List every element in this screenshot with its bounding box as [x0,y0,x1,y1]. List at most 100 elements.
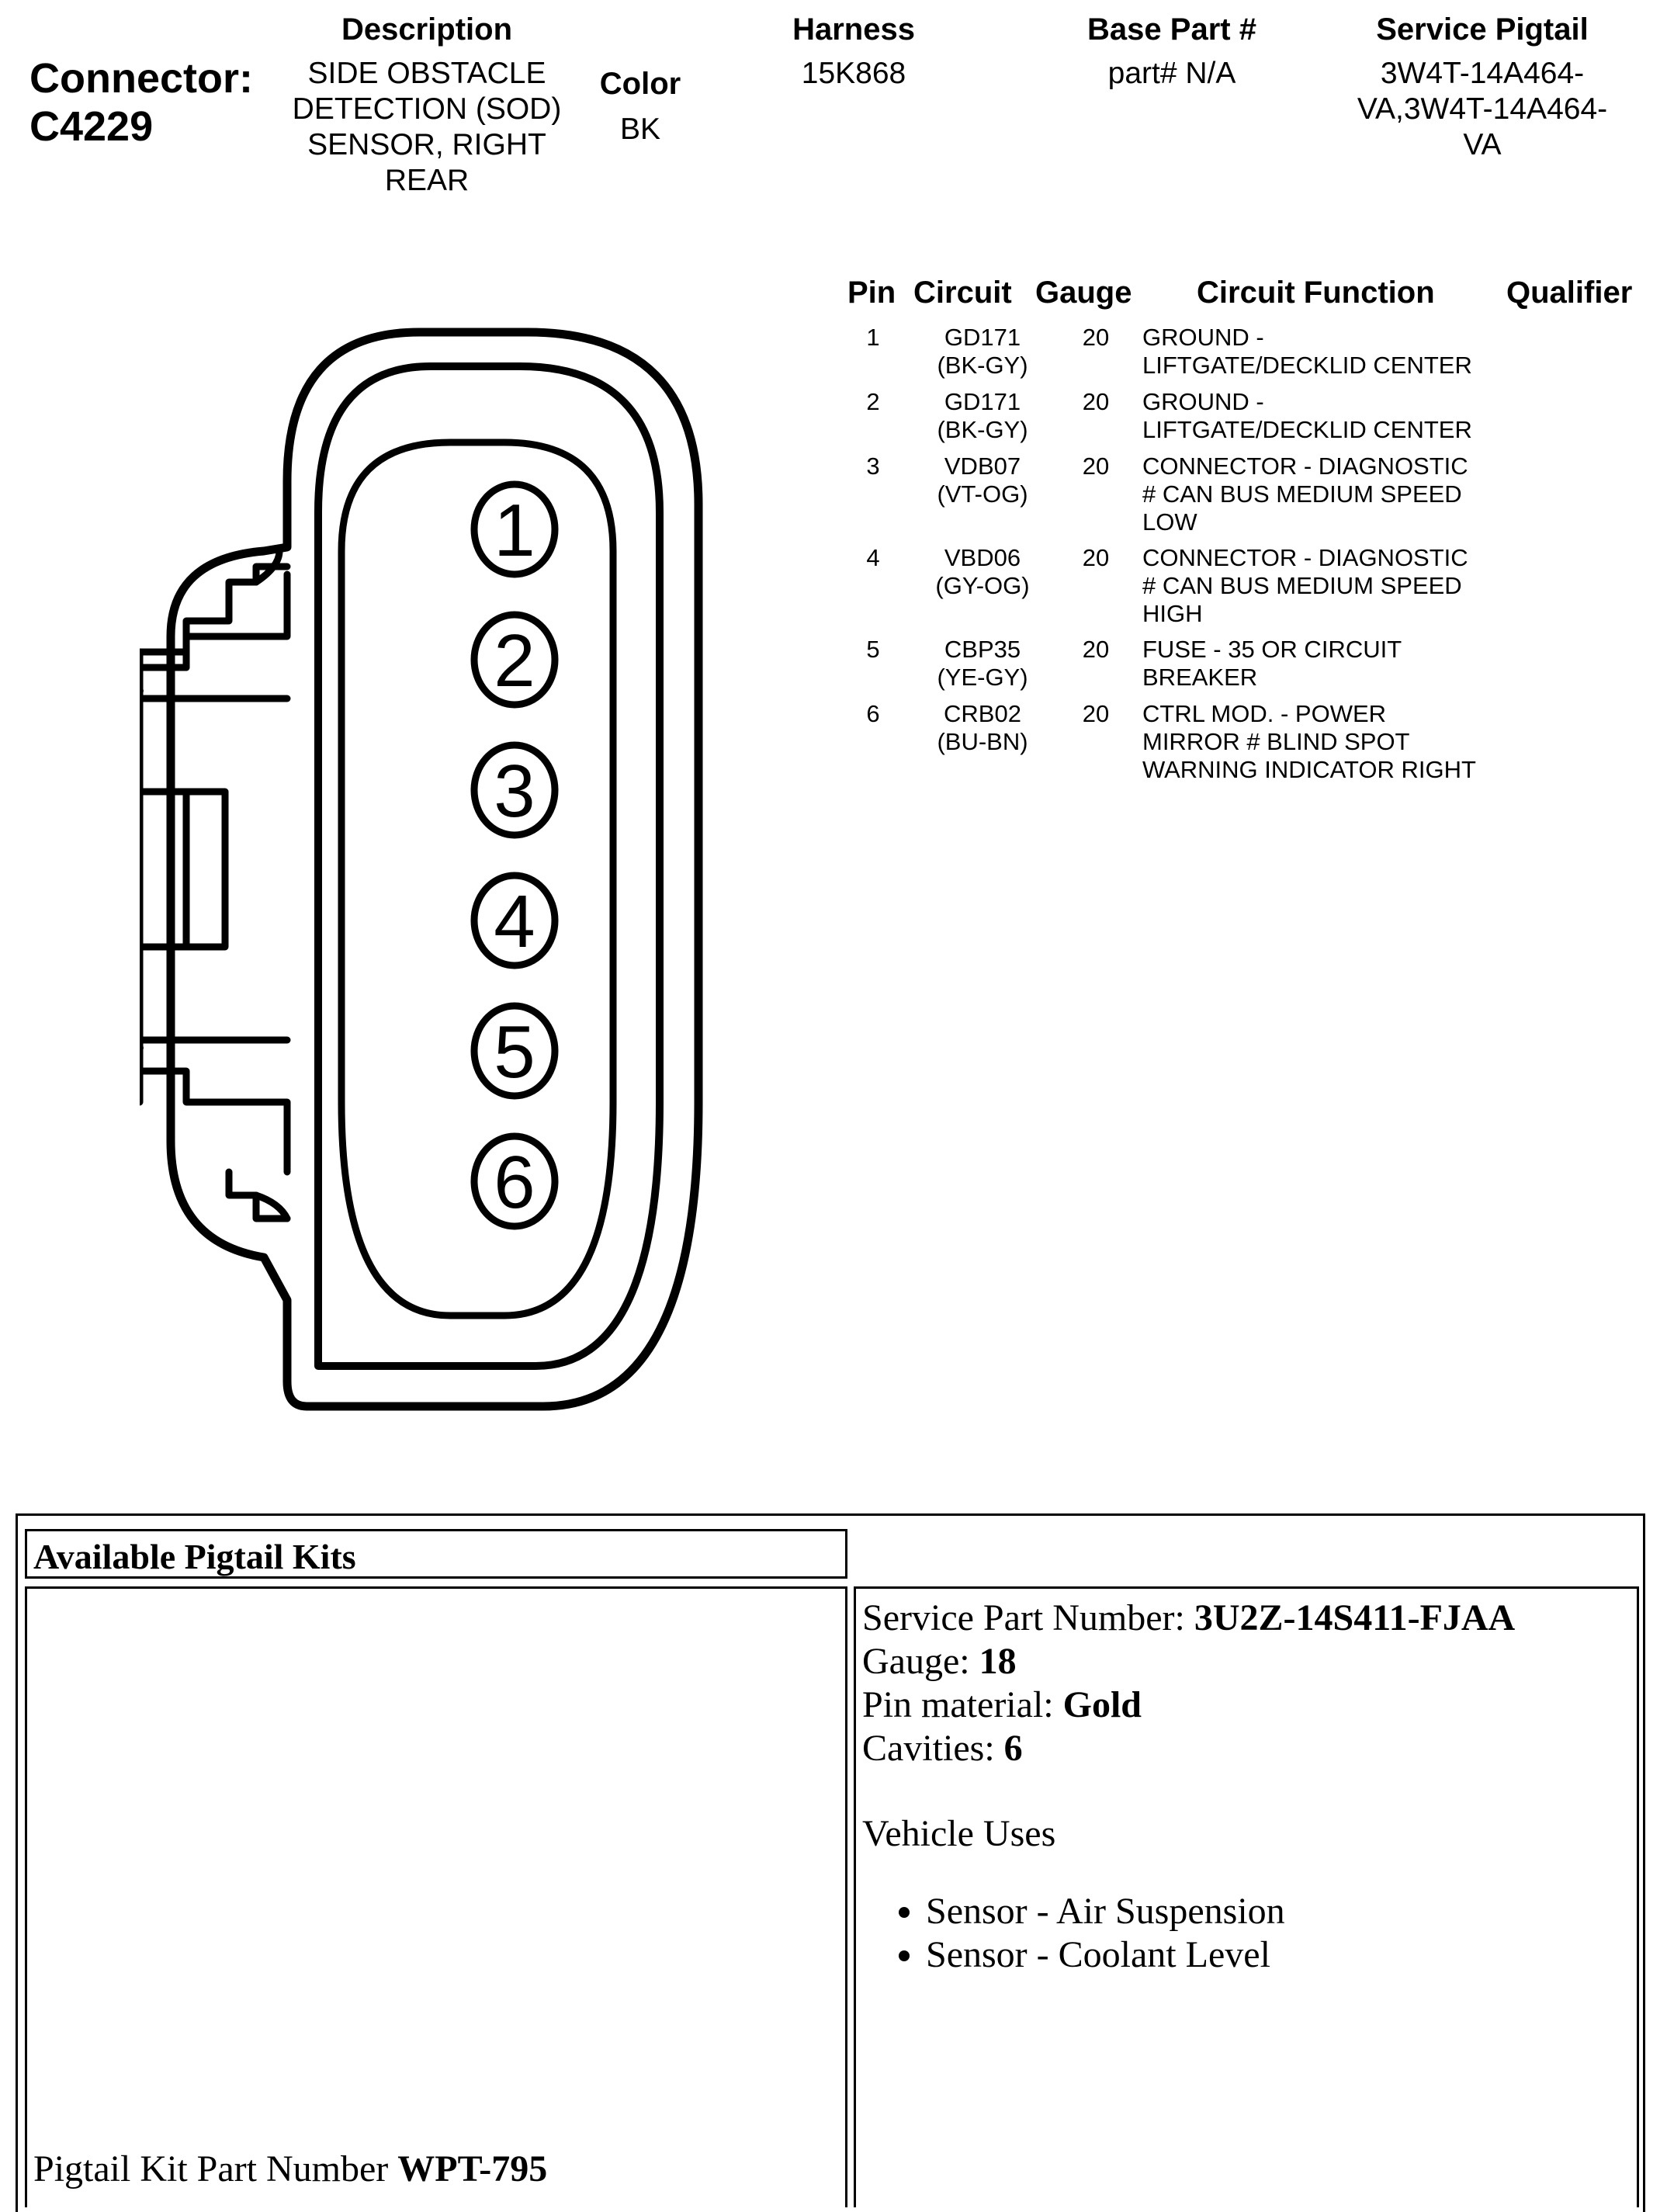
pin-circle [470,872,559,969]
function-line: # CAN BUS MEDIUM SPEED [1142,480,1462,508]
pigtail-kit-image-cell: Pigtail Kit Part Number WPT-795 [25,1586,847,2207]
circuit-line: (BU-BN) [937,728,1028,755]
latch-bottom-ramp [252,1191,291,1222]
latch-top-step [225,563,291,609]
function-line: FUSE - 35 OR CIRCUIT [1142,636,1402,663]
base-part-value: part# N/A [1107,57,1236,90]
connector-id: C4229 [29,103,154,150]
circuit-cell: GD171(BK-GY) [913,388,1052,444]
description-line: SIDE OBSTACLE [307,57,546,90]
circuit-cell: VBD06(GY-OG) [913,544,1052,600]
qualifier-header: Qualifier [1506,276,1633,310]
circuit-line: VDB07 [944,452,1021,480]
pigtail-kits-frame [16,1513,1645,2212]
function-line: MIRROR # BLIND SPOT [1142,728,1410,755]
circuit-line: (GY-OG) [935,572,1030,599]
gauge-cell: 20 [1082,700,1110,727]
housing-outer-outline [166,328,703,1411]
pin-cell: 3 [866,452,880,480]
circuit-line: (YE-GY) [937,664,1028,691]
circuit-line: GD171 [944,324,1021,351]
pin-cell: 2 [866,388,880,415]
service-pigtail-line: 3W4T-14A464- [1380,57,1585,90]
kit-part-value: WPT-795 [397,2148,548,2189]
function-cell: GROUND -LIFTGATE/DECKLID CENTER [1142,388,1507,444]
pin-material: Pin material: Gold [862,1683,1142,1727]
base-part-header: Base Part # [1087,12,1256,47]
description-value: SIDE OBSTACLE DETECTION (SOD) SENSOR, RI… [272,56,582,199]
gauge-cell: 20 [1082,544,1110,571]
gauge-header: Gauge [1035,276,1132,310]
gauge-cell: 20 [1082,452,1110,480]
service-pigtail-value: 3W4T-14A464- VA,3W4T-14A464- VA [1335,56,1630,163]
pin-circle [470,611,559,709]
pigtail-kit-details-cell: Service Part Number: 3U2Z-14S411-FJAA Ga… [854,1586,1639,2207]
description-line: DETECTION (SOD) [292,92,562,126]
service-pigtail-header: Service Pigtail [1376,12,1589,47]
vehicle-uses-heading: Vehicle Uses [862,1813,1056,1854]
pin-circle [470,1132,559,1230]
circuit-line: GD171 [944,388,1021,415]
service-pigtail-line: VA [1463,128,1502,161]
function-line: CTRL MOD. - POWER [1142,700,1387,727]
circuit-cell: CBP35(YE-GY) [913,636,1052,692]
pin-number-label: 2 [494,619,535,702]
circuit-header: Circuit [913,276,1012,310]
description-line: REAR [384,164,470,197]
pin-circle [470,480,559,578]
circuit-line: (VT-OG) [937,480,1028,508]
function-cell: CONNECTOR - DIAGNOSTIC# CAN BUS MEDIUM S… [1142,544,1507,628]
function-line: LIFTGATE/DECKLID CENTER [1142,416,1472,443]
kit-gauge-label: Gauge: [862,1641,979,1682]
function-header: Circuit Function [1197,276,1435,310]
service-pigtail-line: VA,3W4T-14A464- [1357,92,1608,126]
cavities-label: Cavities: [862,1728,1004,1769]
pin-circle [470,1002,559,1100]
kit-gauge-value: 18 [979,1641,1017,1682]
circuit-line: VBD06 [944,544,1021,571]
function-line: HIGH [1142,600,1203,627]
service-part-value: 3U2Z-14S411-FJAA [1194,1597,1516,1638]
function-line: GROUND - [1142,324,1264,351]
circuit-line: (BK-GY) [937,416,1028,443]
pin-number-label: 4 [494,880,535,963]
function-line: LOW [1142,508,1197,536]
circuit-line: (BK-GY) [937,352,1028,379]
kit-part-label: Pigtail Kit Part Number [33,2148,398,2189]
harness-value: 15K868 [801,57,906,90]
pigtail-kits-title-box: Available Pigtail Kits [25,1529,847,1579]
cavities-value: 6 [1003,1728,1023,1769]
color-header: Color [599,67,681,101]
kit-gauge: Gauge: 18 [862,1640,1017,1683]
circuit-cell: GD171(BK-GY) [913,324,1052,380]
vehicle-uses-list: Sensor - Air Suspension Sensor - Coolant… [887,1890,1285,1977]
pigtail-kit-part-number: Pigtail Kit Part Number WPT-795 [33,2148,547,2191]
pin-number-label: 5 [494,1011,535,1094]
gauge-cell: 20 [1082,388,1110,415]
latch-step-a [182,602,233,656]
pin-header: Pin [847,276,896,310]
service-part-label: Service Part Number: [862,1597,1194,1638]
description-header: Description [341,12,513,47]
function-line: BREAKER [1142,664,1258,691]
circuit-line: CRB02 [944,700,1021,727]
service-part-number: Service Part Number: 3U2Z-14S411-FJAA [862,1597,1515,1640]
harness-header: Harness [792,12,915,47]
latch-window-upper [136,788,229,951]
pin-circle [470,741,559,839]
circuit-cell: CRB02(BU-BN) [913,700,1052,756]
pin-cavity-outline [338,439,617,1319]
gauge-cell: 20 [1082,636,1110,663]
function-cell: CONNECTOR - DIAGNOSTIC# CAN BUS MEDIUM S… [1142,452,1507,536]
function-cell: GROUND -LIFTGATE/DECKLID CENTER [1142,324,1507,380]
pin-cell: 4 [866,544,880,571]
gauge-cell: 20 [1082,324,1110,351]
cavities: Cavities: 6 [862,1727,1023,1770]
housing-inner-outline [314,362,664,1370]
circuit-line: CBP35 [944,636,1021,663]
list-item: Sensor - Coolant Level [926,1933,1285,1977]
color-value: BK [619,113,661,146]
